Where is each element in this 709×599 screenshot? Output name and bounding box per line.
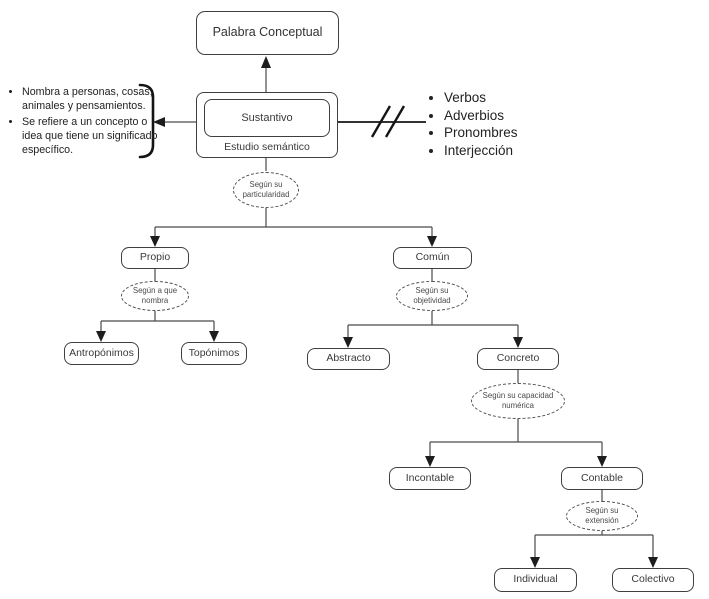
node-sustantivo: Sustantivo	[204, 99, 330, 137]
excluded-item: Verbos	[444, 89, 518, 107]
node-toponimos: Topónimos	[181, 342, 247, 365]
negation-link	[338, 105, 426, 138]
criterion-nombra: Según a que nombra	[121, 281, 189, 311]
node-sustantivo-group: Sustantivo Estudio semántico	[196, 92, 338, 158]
excluded-item: Interjección	[444, 142, 518, 160]
node-individual: Individual	[494, 568, 577, 592]
arrow-up-icon	[261, 56, 271, 68]
excluded-item: Pronombres	[444, 124, 518, 142]
excluded-word-classes: Verbos Adverbios Pronombres Interjección	[428, 89, 518, 159]
criterion-capacidad-numerica: Según su capacidad numérica	[471, 383, 565, 419]
criterion-objetividad: Según su objetividad	[396, 281, 468, 311]
bracket-icon	[138, 83, 155, 159]
arrow-left-icon	[153, 117, 165, 127]
excluded-item: Adverbios	[444, 107, 518, 125]
node-colectivo: Colectivo	[612, 568, 694, 592]
node-palabra-conceptual: Palabra Conceptual	[196, 11, 339, 55]
node-concreto: Concreto	[477, 348, 559, 370]
node-incontable: Incontable	[389, 467, 471, 490]
node-comun: Común	[393, 247, 472, 269]
node-abstracto: Abstracto	[307, 348, 390, 370]
definition-notes: Nombra a personas, cosas, animales y pen…	[8, 86, 160, 160]
note-item: Se refiere a un concepto o idea que tien…	[22, 116, 160, 157]
node-sustantivo-sublabel: Estudio semántico	[224, 141, 310, 154]
criterion-extension: Según su extensión	[566, 501, 638, 531]
node-propio: Propio	[121, 247, 189, 269]
tree-connectors	[100, 63, 654, 559]
node-contable: Contable	[561, 467, 643, 490]
criterion-particularidad: Según su particularidad	[233, 172, 299, 208]
arrowheads	[96, 56, 658, 568]
double-slash-icon	[370, 105, 406, 138]
node-antroponimos: Antropónimos	[64, 342, 139, 365]
note-item: Nombra a personas, cosas, animales y pen…	[22, 86, 160, 113]
